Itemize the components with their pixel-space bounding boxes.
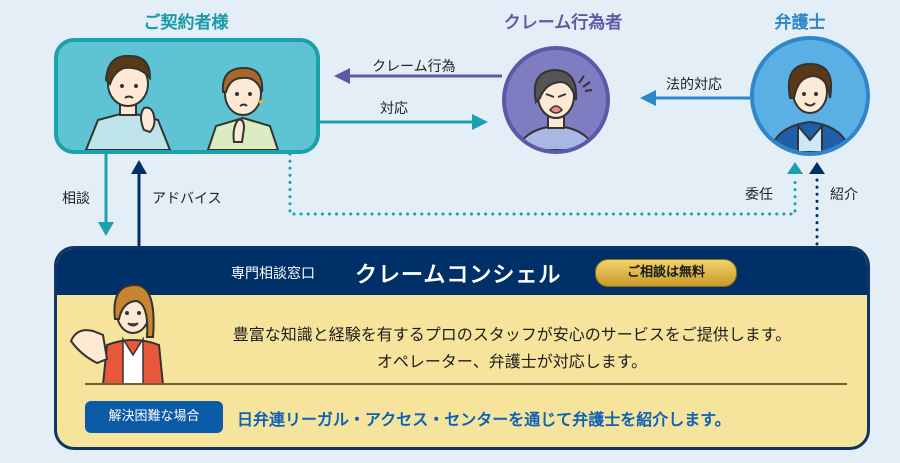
difficult-case-badge: 解決困難な場合 xyxy=(85,401,223,433)
free-consultation-badge: ご相談は無料 xyxy=(595,259,737,287)
advice-arrow xyxy=(131,160,147,246)
angry-person-icon xyxy=(514,68,598,150)
legal-response-label: 法的対応 xyxy=(666,77,722,93)
legal-response-arrow xyxy=(640,90,750,106)
panel-line-1: 豊富な知識と経験を有するプロのスタッフが安心のサービスをご提供します。 xyxy=(232,325,792,344)
claim-action-label: クレーム行為 xyxy=(372,59,456,75)
consult-label: 相談 xyxy=(62,191,90,207)
customers-illustration-icon xyxy=(84,54,280,150)
lawyer-avatar xyxy=(750,36,870,156)
panel-label-small: 専門相談窓口 xyxy=(231,266,315,282)
panel-line-2: オペレーター、弁護士が対応します。 xyxy=(376,352,648,371)
panel-description: 豊富な知識と経験を有するプロのスタッフが安心のサービスをご提供します。 オペレー… xyxy=(167,321,857,375)
advice-label: アドバイス xyxy=(152,191,222,207)
referral-text: 日弁連リーガル・アクセス・センターを通じて弁護士を紹介します。 xyxy=(237,410,731,429)
panel-divider xyxy=(85,383,847,385)
claimant-avatar xyxy=(502,46,610,154)
response-label: 対応 xyxy=(380,101,408,117)
panel-label-big: クレームコンシェル xyxy=(355,263,562,288)
claimant-title: クレーム行為者 xyxy=(503,13,623,33)
lawyer-title: 弁護士 xyxy=(774,13,826,33)
consultation-panel: 専門相談窓口 クレームコンシェル ご相談は無料 豊富な知識と経験を有するプロのス… xyxy=(54,246,870,450)
operator-person-icon xyxy=(69,283,165,385)
customers-title: ご契約者様 xyxy=(143,13,229,33)
introduce-label: 紹介 xyxy=(830,187,858,203)
panel-header: 専門相談窓口 クレームコンシェル ご相談は無料 xyxy=(57,249,867,295)
delegate-label: 委任 xyxy=(745,187,773,203)
introduce-dotted-arrow xyxy=(809,162,825,246)
customers-box xyxy=(54,38,320,154)
claim-action-arrow xyxy=(334,68,502,84)
consult-arrow xyxy=(98,150,114,236)
delegate-dotted-arrow xyxy=(288,152,803,216)
response-arrow xyxy=(316,114,488,130)
lawyer-person-icon xyxy=(768,62,852,152)
